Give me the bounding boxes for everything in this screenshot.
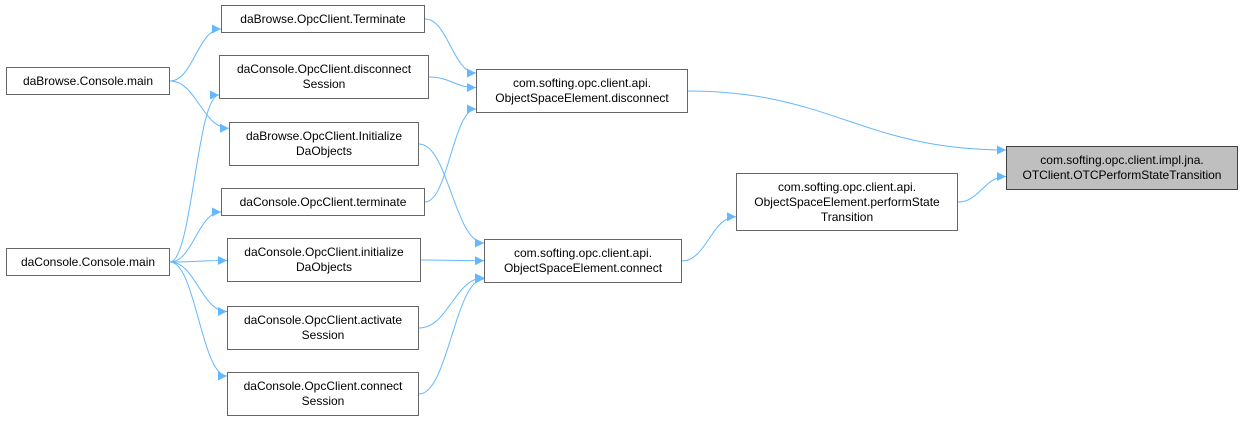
node-label-line: Session: [301, 394, 345, 408]
edge-cconn-to-conn: [418, 274, 485, 395]
node-bterm[interactable]: daBrowse.OpcClient.Terminate: [221, 5, 425, 33]
node-label-line: daConsole.OpcClient.terminate: [239, 194, 407, 209]
node-cterm[interactable]: daConsole.OpcClient.terminate: [221, 188, 425, 216]
edge-cmain-to-cterm: [169, 207, 222, 263]
node-pst[interactable]: com.softing.opc.client.api.ObjectSpaceEl…: [736, 173, 958, 231]
edge-binit-to-conn: [418, 143, 485, 248]
node-label-line: DaObjects: [295, 260, 353, 274]
edge-bterm-to-disc: [424, 18, 477, 78]
edge-disc-to-tgt: [687, 90, 1007, 155]
edge-pst-to-tgt: [957, 172, 1007, 203]
edge-cterm-to-disc: [424, 104, 477, 203]
node-label-line: daBrowse.OpcClient.Initialize: [245, 129, 403, 143]
node-label-line: daConsole.OpcClient.connect: [243, 379, 403, 393]
node-label-line: daConsole.Console.main: [20, 254, 156, 269]
node-label-line: daConsole.OpcClient.activate: [243, 313, 403, 327]
edge-cact-to-conn: [418, 273, 485, 329]
edge-cmain-to-cact: [169, 261, 228, 316]
node-label-line: daBrowse.Console.main: [22, 73, 154, 88]
node-label-line: com.softing.opc.client.api.: [513, 246, 653, 260]
node-label-line: DaObjects: [295, 144, 353, 158]
node-label-line: ObjectSpaceElement.performState: [754, 194, 940, 209]
edge-cmain-to-cdisc: [169, 90, 220, 263]
edge-bmain-to-bterm: [169, 24, 222, 82]
node-label-line: daConsole.OpcClient.initialize: [244, 245, 404, 259]
node-label-line: ObjectSpaceElement.disconnect: [495, 91, 669, 105]
edge-cinit-to-conn: [420, 256, 485, 266]
node-label-line: daConsole.OpcClient.disconnect: [236, 62, 412, 76]
edge-bmain-to-binit: [169, 80, 230, 133]
node-cmain[interactable]: daConsole.Console.main: [6, 248, 170, 276]
edge-cmain-to-cconn: [169, 261, 228, 381]
edge-conn-to-pst: [681, 212, 737, 262]
node-label-line: Session: [302, 77, 346, 91]
node-disc[interactable]: com.softing.opc.client.api.ObjectSpaceEl…: [476, 69, 688, 113]
node-label-line: daBrowse.OpcClient.Terminate: [240, 11, 406, 26]
node-label-line: ObjectSpaceElement.connect: [503, 261, 663, 275]
node-label-line: com.softing.opc.client.impl.jna.: [1040, 153, 1204, 167]
edge-cmain-to-cinit: [169, 256, 228, 266]
node-bmain[interactable]: daBrowse.Console.main: [6, 67, 170, 95]
node-label-line: Transition: [820, 209, 874, 224]
node-label-line: com.softing.opc.client.api.: [777, 179, 917, 194]
node-tgt[interactable]: com.softing.opc.client.impl.jna.OTClient…: [1006, 146, 1238, 190]
node-label-line: com.softing.opc.client.api.: [512, 76, 652, 90]
node-label-line: OTClient.OTCPerformStateTransition: [1022, 168, 1222, 182]
edge-cdisc-to-disc: [428, 76, 477, 92]
node-label-line: Session: [301, 328, 345, 342]
node-conn[interactable]: com.softing.opc.client.api.ObjectSpaceEl…: [484, 239, 682, 283]
